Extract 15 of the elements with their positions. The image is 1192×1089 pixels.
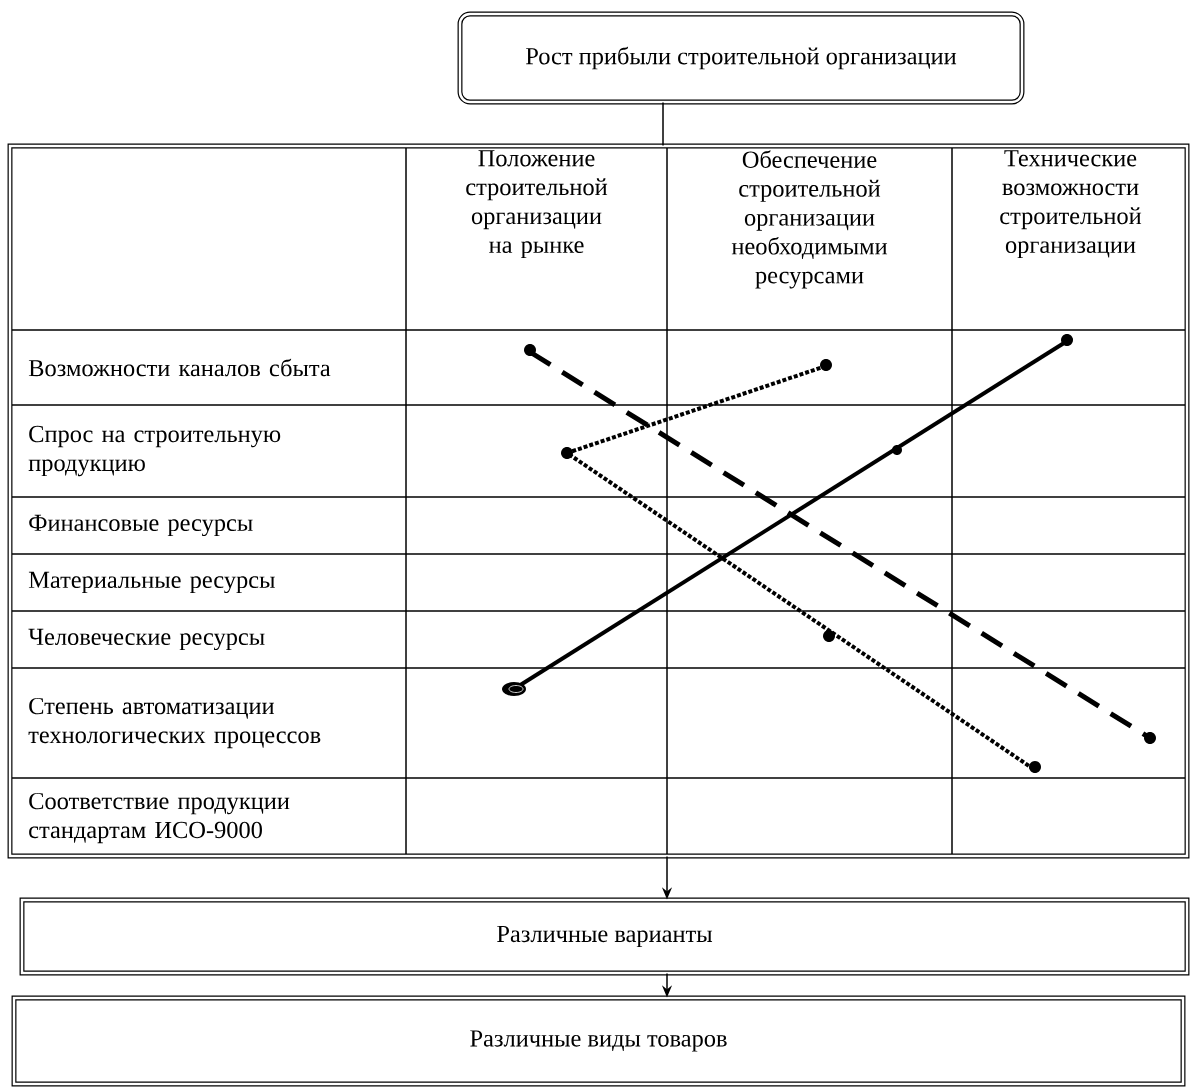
connector-line [662, 101, 664, 147]
table [7, 143, 1190, 859]
row-header: Финансовые ресурсы [29, 514, 253, 537]
row-header: Соответствие продукции стандартам ИСО-9000 [29, 792, 290, 844]
rounded-box: Рост прибыли строительной организации [457, 11, 1025, 105]
column-header: Положение строительной организации на рынке [466, 150, 608, 259]
row-header: Человеческие ресурсы [28, 628, 265, 651]
row-header: Спрос на строительную продукцию [28, 425, 281, 477]
row-header: Степень автоматизации технологических процессов [28, 697, 321, 749]
process-box: Различные виды товаров [11, 995, 1186, 1087]
row-header: Возможности каналов сбыта [28, 358, 331, 377]
row-header: Материальные ресурсы [28, 571, 275, 594]
column-header: Технические возможности строительной организации [1000, 150, 1142, 259]
column-header: Обеспечение строительной организации необходимыми ресурсами [731, 150, 888, 289]
process-box: Различные варианты [19, 897, 1190, 976]
